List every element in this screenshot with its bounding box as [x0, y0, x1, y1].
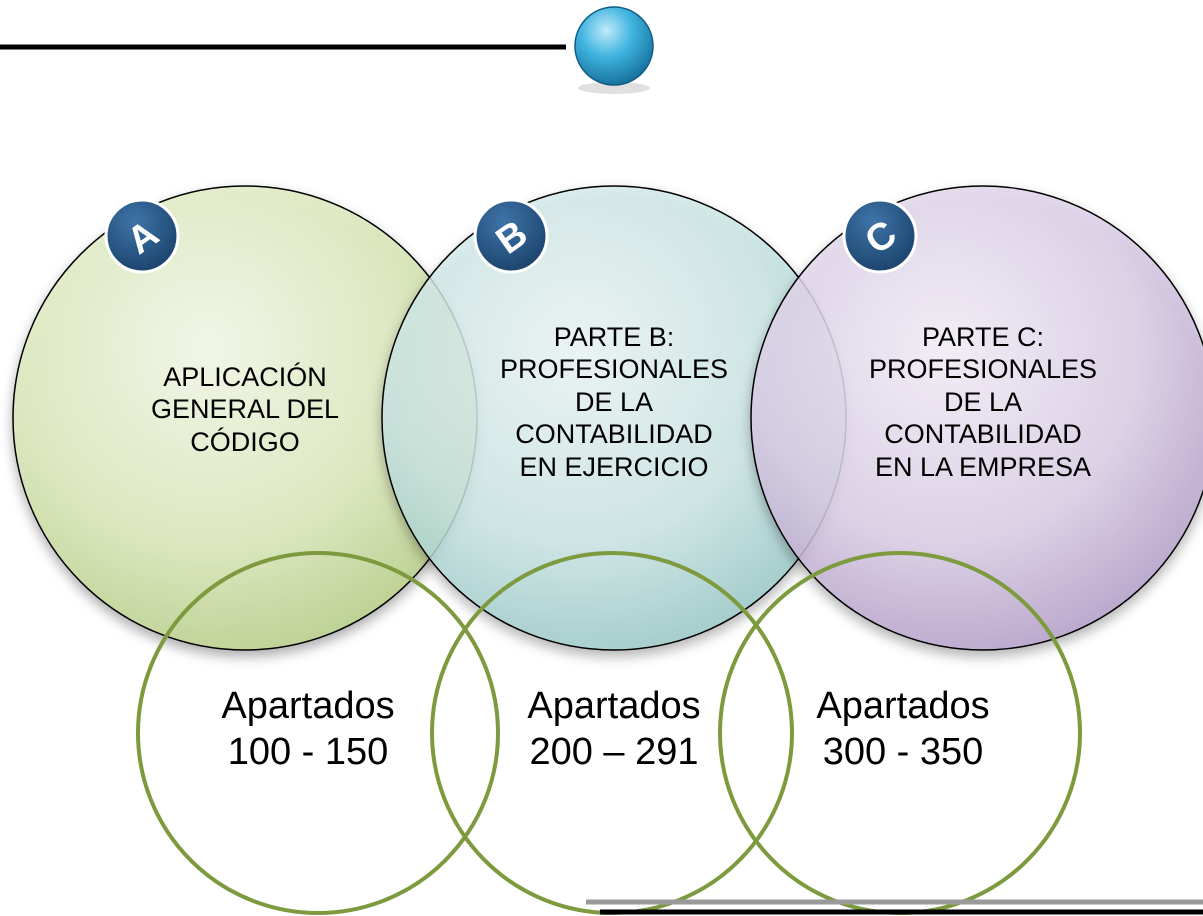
part-a-label: APLICACIÓN GENERAL DEL CÓDIGO — [115, 361, 375, 458]
range-1-line-1: Apartados — [221, 685, 395, 727]
badge-b: B — [473, 198, 549, 274]
part-c-circle — [750, 185, 1203, 651]
badge-a: A — [104, 198, 180, 274]
accent-ball — [574, 6, 654, 86]
part-b-line-1: PARTE B: — [553, 322, 675, 352]
range-1-ring — [136, 551, 500, 915]
part-b-line-3: DE LA — [574, 386, 654, 417]
range-3-label: Apartados 300 - 350 — [773, 683, 1033, 776]
part-c-line-1: PARTE C: — [921, 322, 1045, 352]
range-2-label: Apartados 200 – 291 — [484, 683, 744, 776]
range-1-label: Apartados 100 - 150 — [178, 683, 438, 776]
part-a-line-3: CÓDIGO — [190, 426, 300, 457]
part-b-line-5: EN EJERCICIO — [519, 451, 709, 482]
badge-c: C — [842, 198, 918, 274]
part-c-line-5: EN LA EMPRESA — [874, 451, 1092, 482]
range-2-line-1: Apartados — [527, 685, 701, 727]
range-3-line-1: Apartados — [816, 685, 990, 727]
range-2-line-2: 200 – 291 — [529, 731, 699, 774]
range-3-line-2: 300 - 350 — [822, 731, 984, 774]
part-a-line-1: APLICACIÓN — [163, 362, 327, 392]
top-rule-shadow — [578, 82, 650, 94]
part-c-line-3: DE LA — [943, 386, 1023, 417]
range-1-line-2: 100 - 150 — [227, 731, 389, 774]
part-c-line-4: CONTABILIDAD — [884, 419, 1082, 450]
part-c-label: PARTE C: PROFESIONALES DE LA CONTABILIDA… — [838, 321, 1128, 483]
part-c-line-2: PROFESIONALES — [868, 354, 1098, 385]
part-b-line-4: CONTABILIDAD — [515, 419, 713, 450]
part-b-label: PARTE B: PROFESIONALES DE LA CONTABILIDA… — [469, 321, 759, 483]
part-a-line-2: GENERAL DEL — [150, 394, 340, 425]
part-b-line-2: PROFESIONALES — [499, 354, 729, 385]
